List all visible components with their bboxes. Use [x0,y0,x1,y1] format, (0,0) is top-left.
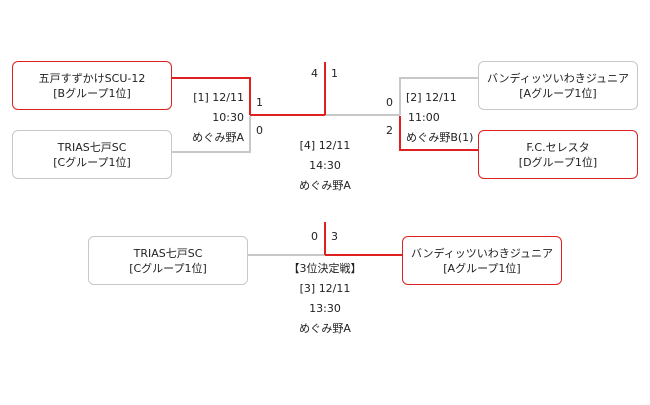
team-group: [Aグループ1位] [443,261,521,275]
match-no: [4] [299,139,316,152]
match-date: 12/11 [318,282,351,295]
team-box-third-left[interactable]: TRIAS七戸SC [Cグループ1位] [88,236,248,285]
score-final-left: 4 [311,67,318,80]
team-box-sf1-top[interactable]: 五戸すずかけSCU-12 [Bグループ1位] [12,61,172,110]
match-no: [3] [299,282,316,295]
match-venue: めぐみ野A [299,179,351,192]
match-date: 12/11 [318,139,351,152]
team-group: [Cグループ1位] [53,155,131,169]
match-venue: めぐみ野A [192,131,244,144]
team-box-third-right[interactable]: バンディッツいわきジュニア [Aグループ1位] [402,236,562,285]
score-sf1-bottom: 0 [256,124,263,137]
line-sf1-top [172,77,251,115]
score-sf2-top: 0 [386,96,393,109]
team-name: TRIAS七戸SC [57,140,127,154]
match-no: [2] [406,91,422,104]
score-third-left: 0 [311,230,318,243]
match-no: [1] [193,91,209,104]
team-group: [Aグループ1位] [519,86,597,100]
match-info-third: 【3位決定戦】 [3] 12/11 13:30 めぐみ野A [265,259,385,339]
team-name: TRIAS七戸SC [133,246,203,260]
line-sf2-top [399,77,478,115]
match-date: 12/11 [212,91,244,104]
score-final-right: 1 [331,67,338,80]
team-group: [Cグループ1位] [129,261,207,275]
team-group: [Bグループ1位] [53,86,131,100]
match-info-final: [4] 12/11 14:30 めぐみ野A [275,136,375,196]
match-info-sf2: [2] 12/11 11:00 めぐみ野B(1) [406,88,473,148]
team-name: 五戸すずかけSCU-12 [38,71,146,85]
score-sf1-top: 1 [256,96,263,109]
team-group: [Dグループ1位] [518,155,598,169]
score-sf2-bottom: 2 [386,124,393,137]
score-third-right: 3 [331,230,338,243]
line-sf1-bottom [172,116,251,153]
line-sf2-bottom [399,116,478,151]
team-name: バンディッツいわきジュニア [486,71,629,85]
match-date: 12/11 [425,91,457,104]
match-venue: めぐみ野A [299,322,351,335]
match-time: 14:30 [309,159,341,172]
match-time: 10:30 [212,111,244,124]
third-place-title: 【3位決定戦】 [288,262,362,275]
team-box-sf2-top[interactable]: バンディッツいわきジュニア [Aグループ1位] [478,61,638,110]
match-venue: めぐみ野B(1) [406,131,474,144]
match-time: 11:00 [408,111,440,124]
match-time: 13:30 [309,302,341,315]
team-name: F.C.セレスタ [526,140,590,154]
match-info-sf1: [1] 12/11 10:30 めぐみ野A [178,88,244,148]
team-name: バンディッツいわきジュニア [410,246,553,260]
team-box-sf2-bottom[interactable]: F.C.セレスタ [Dグループ1位] [478,130,638,179]
team-box-sf1-bottom[interactable]: TRIAS七戸SC [Cグループ1位] [12,130,172,179]
